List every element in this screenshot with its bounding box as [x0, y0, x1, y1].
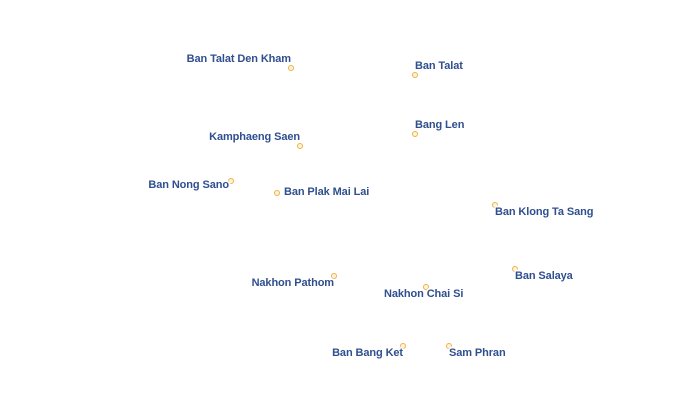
place-label: Bang Len [415, 119, 465, 131]
place-marker-icon[interactable] [412, 131, 418, 137]
place-marker-icon[interactable] [400, 343, 406, 349]
place-label: Kamphaeng Saen [209, 131, 300, 143]
place-marker-icon[interactable] [423, 284, 429, 290]
place-marker-icon[interactable] [512, 266, 518, 272]
place-marker-icon[interactable] [297, 143, 303, 149]
place-marker-icon[interactable] [228, 178, 234, 184]
place-label: Ban Nong Sano [148, 179, 229, 191]
place-label: Ban Talat Den Kham [186, 53, 291, 65]
place-marker-icon[interactable] [274, 190, 280, 196]
place-label: Sam Phran [449, 347, 506, 359]
place-label: Ban Plak Mai Lai [284, 186, 370, 198]
place-label: Ban Talat [415, 60, 463, 72]
place-label: Nakhon Chai Si [384, 288, 464, 300]
place-marker-icon[interactable] [412, 72, 418, 78]
place-marker-icon[interactable] [331, 273, 337, 279]
place-marker-icon[interactable] [492, 202, 498, 208]
place-label: Ban Salaya [515, 270, 573, 282]
place-marker-icon[interactable] [288, 65, 294, 71]
place-label: Nakhon Pathom [251, 277, 335, 289]
place-marker-icon[interactable] [446, 343, 452, 349]
place-label: Ban Klong Ta Sang [495, 206, 594, 218]
place-label: Ban Bang Ket [332, 347, 403, 359]
